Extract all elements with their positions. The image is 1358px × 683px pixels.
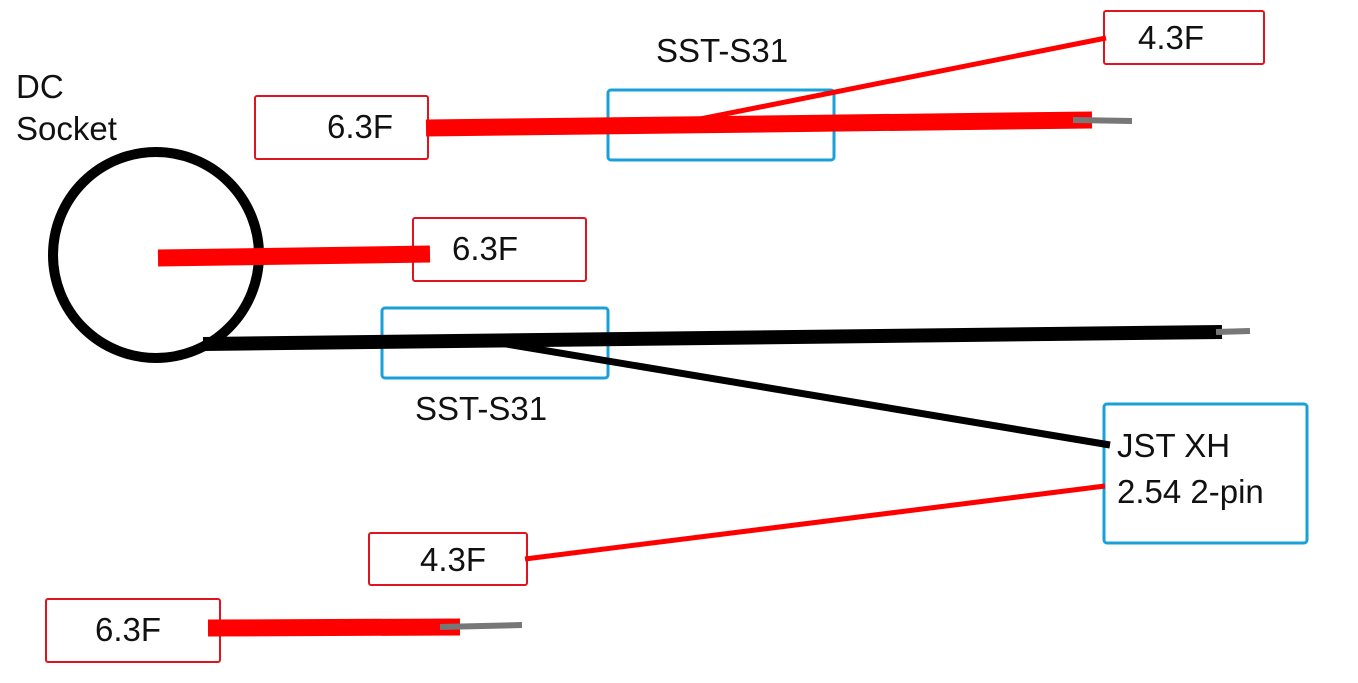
red-bottom-wire (207, 618, 461, 637)
black-branch-wire (499, 339, 1111, 449)
switch-bottom-label: SST-S31 (415, 390, 548, 427)
switch-top-label: SST-S31 (656, 32, 789, 69)
dc-socket-label-line1: DC (16, 68, 64, 105)
cap-label-middle: 6.3F (452, 230, 519, 267)
connector-box (1102, 402, 1309, 545)
cap-label-bottom-middle: 4.3F (420, 541, 487, 578)
red-bottom-tinned-tip (439, 622, 523, 630)
connector-label-line1: JST XH (1117, 427, 1231, 464)
red-top-main-wire (425, 111, 1093, 137)
red-socket-wire (157, 245, 431, 267)
cap-label-top-left: 6.3F (327, 108, 394, 145)
red-top-tinned-tip (1072, 117, 1133, 124)
dc-socket-label-line2: Socket (16, 110, 117, 147)
connector-label-line2: 2.54 2-pin (1117, 473, 1264, 510)
cap-label-bottom-left: 6.3F (95, 611, 162, 648)
red-connector-wire (524, 483, 1106, 562)
black-main-wire (202, 325, 1223, 351)
red-top-branch-wire (644, 35, 1107, 133)
black-wire-tinned-tip (1215, 328, 1251, 335)
cap-label-top-right: 4.3F (1138, 19, 1205, 56)
